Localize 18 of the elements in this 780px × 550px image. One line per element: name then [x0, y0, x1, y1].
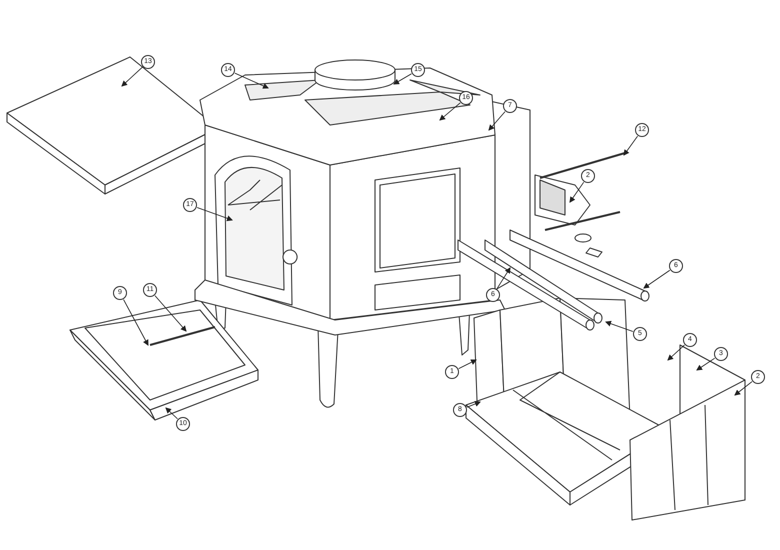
leader-line [393, 73, 412, 84]
leader-line [696, 358, 716, 371]
leader-line [154, 295, 187, 332]
leader-line [569, 182, 584, 203]
leader-line [623, 136, 638, 156]
leader-line [496, 267, 511, 290]
leader-line [196, 207, 233, 222]
leader-line [458, 360, 477, 370]
leader-line [667, 344, 685, 361]
leader-line [734, 381, 752, 396]
leader-line [488, 111, 506, 131]
leader-line [466, 401, 481, 408]
leader-line [439, 102, 461, 121]
leader-line [121, 66, 143, 87]
leader-line [605, 320, 634, 332]
leader-line [165, 407, 178, 420]
leader-line [123, 299, 148, 346]
leader-line [643, 270, 670, 289]
